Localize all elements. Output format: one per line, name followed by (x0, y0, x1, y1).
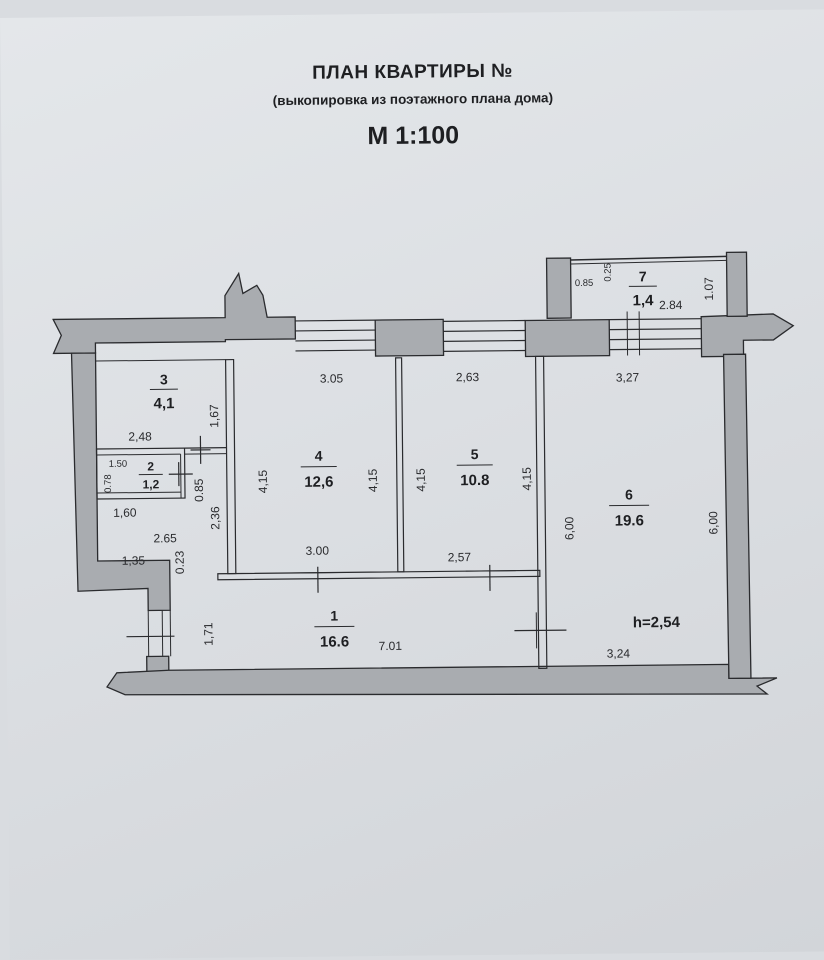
dim-room4-depth-right: 4,15 (366, 468, 380, 492)
wall-pier-2 (524, 318, 611, 358)
room-1-area: 16.6 (320, 633, 349, 650)
dim-balcony-height: 1.07 (702, 277, 716, 301)
dim-room5-width: 2,63 (456, 370, 480, 384)
room-2-number: 2 (147, 459, 154, 473)
wall-right (722, 353, 752, 680)
room-5-area: 10.8 (460, 472, 489, 489)
dim-room2-lower: 1,60 (113, 506, 137, 520)
wall-pier-1 (374, 318, 445, 357)
room-2-area: 1,2 (142, 477, 159, 491)
dim-hall-265: 2.65 (153, 531, 177, 545)
room-4-number: 4 (315, 448, 323, 464)
room-7-number: 7 (639, 268, 647, 284)
dim-room6-depth-right: 6,00 (706, 511, 720, 535)
dim-hall-023: 0.23 (173, 550, 187, 574)
room-1-number: 1 (330, 607, 338, 623)
room-6-area: 19.6 (615, 512, 644, 529)
dim-hall-135: 1,35 (122, 554, 146, 568)
dim-room4-bottom: 3.00 (306, 544, 330, 558)
dim-room5-depth-right: 4,15 (520, 467, 534, 491)
room-5-number: 5 (471, 446, 479, 462)
dim-hall-236: 2,36 (208, 506, 222, 530)
dim-door-085: 0.85 (192, 478, 206, 502)
room-7-area: 1,4 (632, 292, 654, 309)
dim-room6-depth-left: 6,00 (562, 516, 576, 540)
room-4-area: 12,6 (304, 474, 333, 491)
dim-balcony-depth-a: 0.85 (575, 278, 594, 289)
doors (126, 435, 567, 657)
room-labels: 3 4,1 2 1,2 4 12,6 5 10.8 6 19.6 7 1,4 1… (138, 268, 681, 651)
interior-walls (95, 355, 548, 669)
plan-sheet: ПЛАН КВАРТИРЫ № (выкопировка из поэтажно… (0, 9, 824, 960)
dim-room6-width: 3,27 (616, 370, 640, 384)
balcony (570, 255, 727, 265)
room-3-area: 4,1 (154, 395, 175, 412)
dim-room6-bottom: 3,24 (607, 646, 631, 660)
dim-room3-depth: 1,67 (207, 404, 221, 428)
dim-room3-width: 2,48 (128, 429, 152, 443)
room-6-number: 6 (625, 486, 633, 502)
dim-room4-depth-left: 4,15 (256, 470, 270, 494)
dim-room4-width: 3.05 (320, 371, 344, 385)
dim-entry-171: 1,71 (201, 622, 215, 646)
dim-balcony-width: 2.84 (659, 298, 683, 312)
wall-balcony-left (545, 257, 572, 319)
dim-room2-width: 1.50 (109, 459, 128, 470)
ceiling-height: h=2,54 (633, 614, 681, 631)
dim-room2-depth: 0.78 (103, 474, 114, 493)
dim-room5-depth-left: 4,15 (414, 468, 428, 492)
wall-top-right (700, 313, 795, 358)
dimension-labels: 3.05 2,63 3,27 2.84 0.85 0.25 1.07 1,67 … (103, 263, 721, 661)
floor-plan: 3 4,1 2 1,2 4 12,6 5 10.8 6 19.6 7 1,4 1… (52, 251, 795, 696)
dim-corridor-length: 7.01 (379, 639, 403, 653)
wall-top-left (52, 271, 297, 355)
wall-balcony-right (725, 251, 748, 318)
walls (52, 251, 795, 696)
wall-bottom (106, 663, 778, 696)
dim-balcony-025: 0.25 (603, 263, 614, 282)
room-3-number: 3 (160, 371, 168, 387)
windows (295, 311, 702, 356)
dim-room5-bottom: 2,57 (448, 550, 472, 564)
